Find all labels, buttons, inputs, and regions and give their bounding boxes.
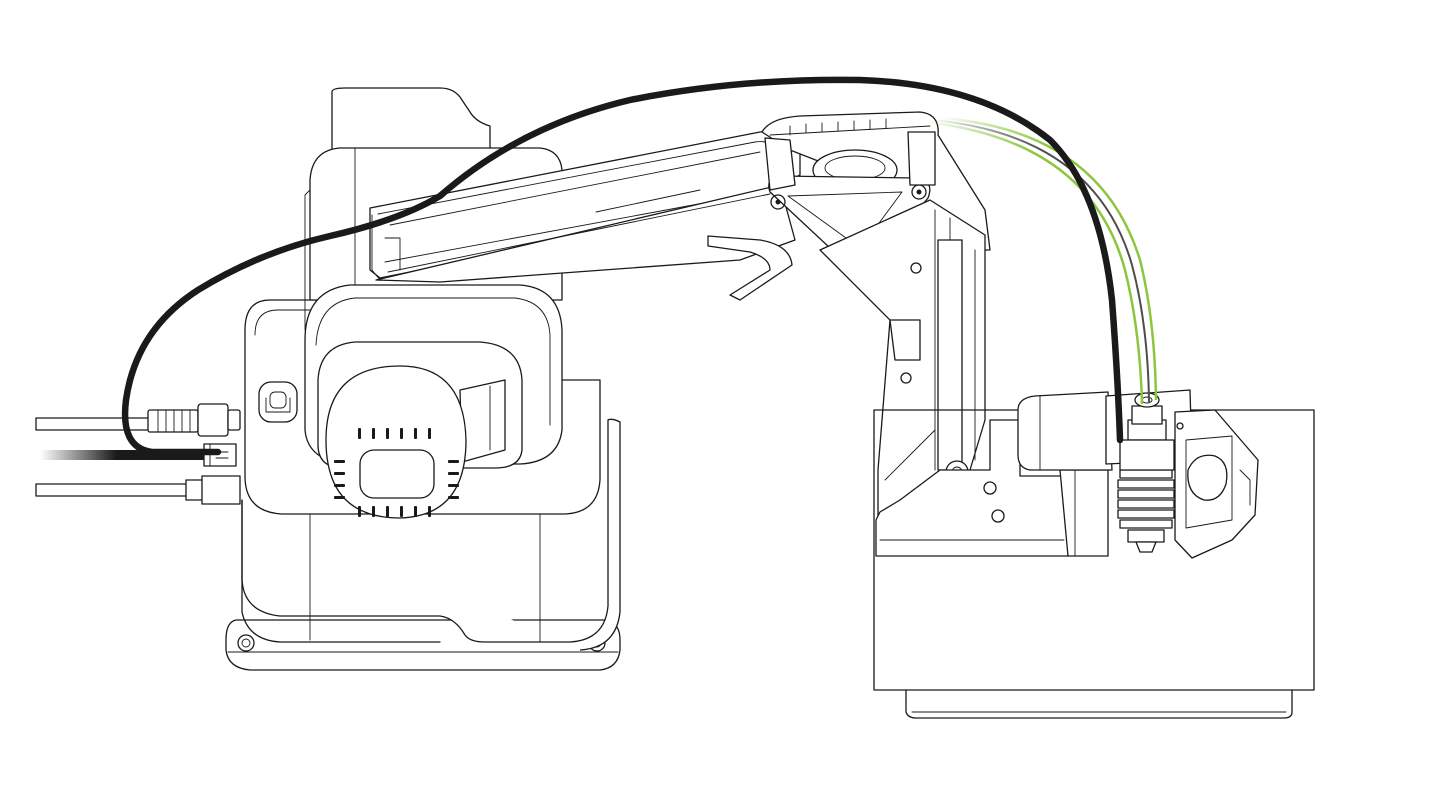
filament-tubes — [924, 116, 1158, 405]
shoulder-motor — [304, 284, 563, 519]
rear-connectors — [35, 403, 241, 505]
motor-cap — [325, 365, 467, 519]
base-side-slot — [258, 381, 298, 423]
cable-strain-relief — [147, 403, 241, 437]
cooling-fan-bracket — [1174, 409, 1259, 559]
heat-sink-fins — [1117, 469, 1175, 553]
main-cable — [121, 76, 1124, 456]
base-screw-left — [237, 634, 255, 652]
